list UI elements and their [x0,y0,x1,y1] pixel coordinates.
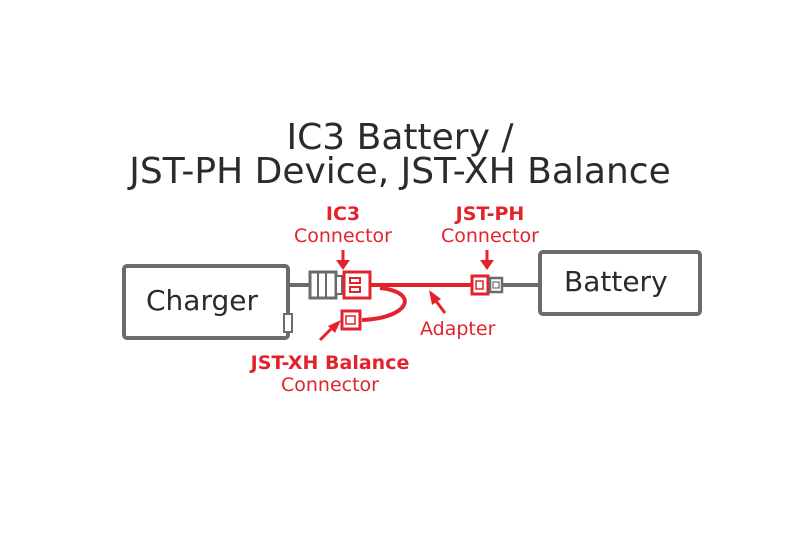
battery-box [538,250,702,316]
jstph-label-bold: JST-PH [455,203,525,225]
jstph-red-connector [470,274,490,296]
battery-label: Battery [564,265,668,298]
ic3-label-bold: IC3 [325,203,361,225]
ic3-red-connector [342,270,372,300]
ic3-arrow [336,250,350,270]
title-line-1: IC3 Battery / [286,117,514,158]
jstxh-connector-label: JST-XH Balance Connector [224,352,436,396]
adapter-label: Adapter [420,318,496,340]
jstxh-label-text: Connector [281,374,379,396]
ic3-label-text: Connector [294,225,392,247]
jstph-grey-connector [488,276,504,294]
jstph-connector-label: JST-PH Connector [428,203,552,247]
jstxh-connector [340,309,362,331]
ic3-grey-connector [308,270,343,300]
jstxh-label-bold: JST-XH Balance [250,352,410,374]
ic3-connector-label: IC3 Connector [280,203,406,247]
title-line-2: JST-PH Device, JST-XH Balance [129,151,671,192]
adapter-balance-wire [361,286,407,322]
charger-side-tab [283,313,293,333]
jstxh-arrow [318,320,341,342]
charger-label: Charger [146,284,258,317]
adapter-arrow [429,290,447,314]
jstph-label-text: Connector [441,225,539,247]
jstph-arrow [480,250,494,270]
charger-box [122,264,290,340]
